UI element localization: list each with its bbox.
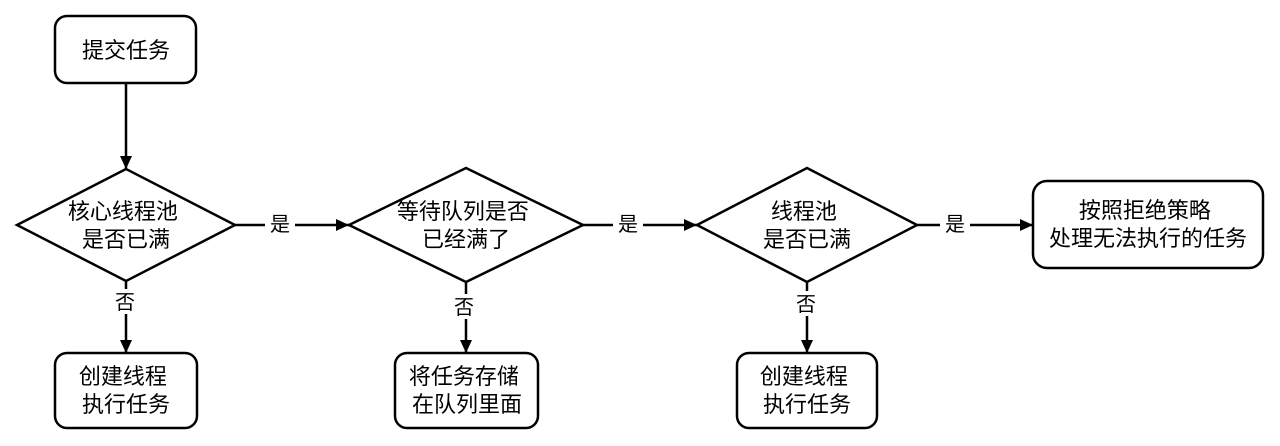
queue-full-label-line1: 等待队列是否 [397,199,529,224]
pool-full-label-line2: 是否已满 [763,227,851,252]
create-thread-first-box [53,351,199,430]
create-thread-first-label-line1: 创建线程 [79,364,167,389]
node-core-pool-full-decision: 核心线程池 是否已满 [14,167,238,283]
store-in-queue-box [393,351,540,430]
node-create-thread-second: 创建线程 执行任务 [735,351,879,430]
svg-text:按照拒绝策略 处理无法执行的任务: 按照拒绝策略 处理无法执行的任务 [1049,198,1247,251]
svg-text:创建线程 执行任务: 创建线程 执行任务 [760,364,854,417]
core-pool-full-diamond [14,167,238,283]
edge-label-no-2: 否 [449,294,479,319]
queue-full-label-line2: 已经满了 [422,227,510,252]
queue-full-diamond [346,166,586,284]
edge-label-yes-2-text: 是 [618,214,638,236]
edge-label-yes-1: 是 [265,211,295,237]
edge-label-no-3-text: 否 [796,294,816,316]
reject-policy-label-line1: 按照拒绝策略 [1079,198,1211,223]
edge-label-no-1-bg [110,289,140,314]
reject-policy-box [1031,179,1265,270]
core-pool-full-label-line1: 核心线程池 [68,199,178,224]
node-create-thread-first: 创建线程 执行任务 [53,351,199,430]
pool-full-diamond [694,166,920,284]
node-reject-policy: 按照拒绝策略 处理无法执行的任务 [1031,179,1265,270]
store-in-queue-label-line2: 在队列里面 [412,392,522,417]
edge-label-yes-2-bg [613,211,643,237]
edge-label-no-2-bg [449,294,479,319]
create-thread-first-label-line2: 执行任务 [82,392,170,417]
edge-label-yes-1-text: 是 [270,214,290,236]
submit-task-label: 提交任务 [82,38,170,63]
edge-label-yes-3-text: 是 [945,214,965,236]
reject-policy-label-line2: 处理无法执行的任务 [1049,226,1247,251]
edge-label-no-1: 否 [110,289,140,314]
node-pool-full-decision: 线程池 是否已满 [694,166,920,284]
store-in-queue-label-line1: 将任务存储 [409,364,519,389]
submit-task-box [53,14,198,85]
svg-text:线程池 是否已满: 线程池 是否已满 [763,199,851,252]
svg-text:核心线程池 是否已满: 核心线程池 是否已满 [68,199,184,252]
svg-text:等待队列是否 已经满了: 等待队列是否 已经满了 [397,199,535,252]
core-pool-full-label-line2: 是否已满 [82,227,170,252]
edge-label-yes-3-bg [940,211,970,237]
node-queue-full-decision: 等待队列是否 已经满了 [346,166,586,284]
edge-label-yes-2: 是 [613,211,643,237]
edge-label-yes-3: 是 [940,211,970,237]
edge-label-no-3-bg [791,291,821,316]
create-thread-second-label-line1: 创建线程 [760,364,848,389]
create-thread-second-label-line2: 执行任务 [763,392,851,417]
edge-label-yes-1-bg [265,211,295,237]
edge-label-no-2-text: 否 [454,297,474,319]
create-thread-second-box [735,351,879,430]
pool-full-label-line1: 线程池 [771,199,837,224]
node-store-in-queue: 将任务存储 在队列里面 [393,351,540,430]
edge-label-no-3: 否 [791,291,821,316]
svg-text:将任务存储 在队列里面: 将任务存储 在队列里面 [409,364,525,417]
edge-label-no-1-text: 否 [115,292,135,314]
svg-text:创建线程 执行任务: 创建线程 执行任务 [79,364,173,417]
node-submit-task: 提交任务 [53,14,198,85]
